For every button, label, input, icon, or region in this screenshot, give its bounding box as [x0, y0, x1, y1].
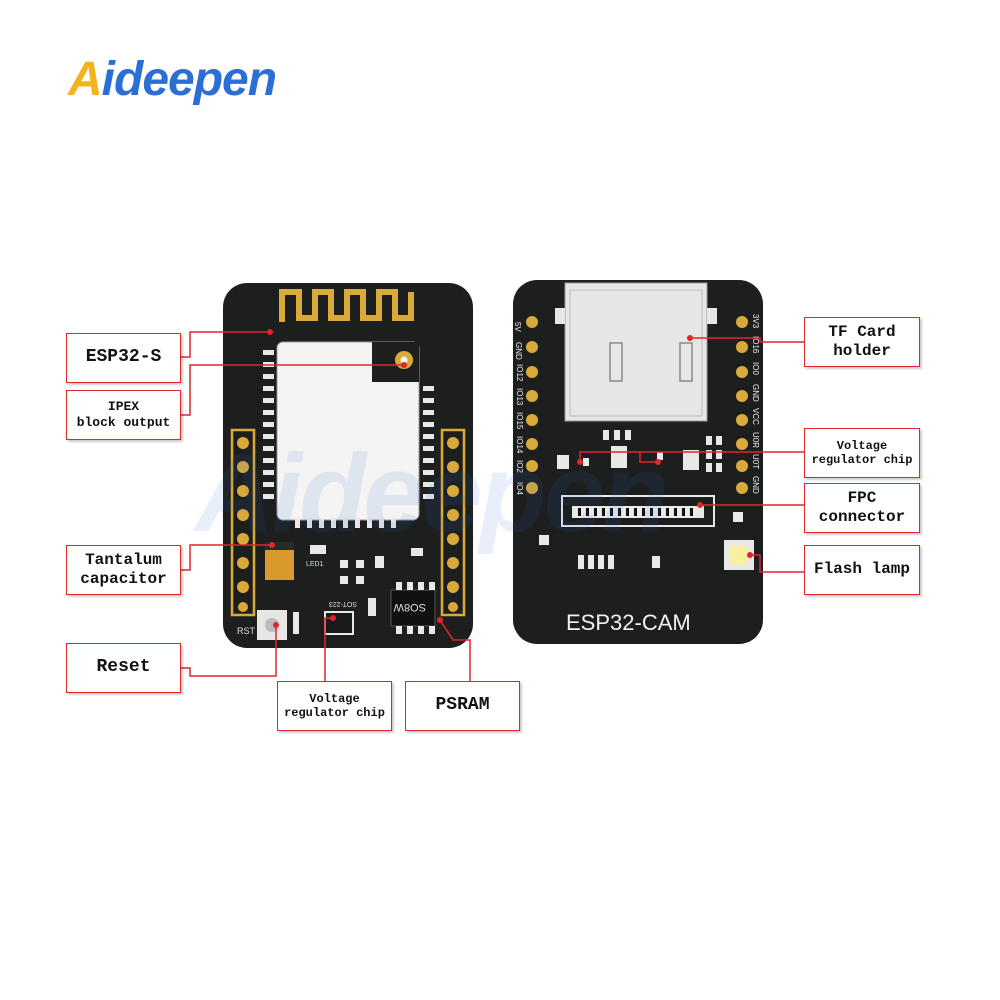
- pin-label: U0R: [751, 432, 760, 448]
- pin-label: IO13: [515, 388, 524, 406]
- fpc-connector: [561, 495, 715, 527]
- so8w-silk: SO8W: [393, 601, 426, 613]
- label-psram: PSRAM: [405, 681, 520, 731]
- rst-silk: RST: [237, 626, 256, 636]
- label-tantalum: Tantalum capacitor: [66, 545, 181, 595]
- regulator-chip: [324, 611, 354, 635]
- label-reset: Reset: [66, 643, 181, 693]
- board-title: ESP32-CAM: [566, 610, 691, 635]
- psram-chip: [390, 589, 436, 627]
- led1-silk: LED1: [306, 561, 324, 568]
- sot223-silk: SOT-223: [329, 600, 357, 607]
- pin-label: IO2: [515, 460, 524, 473]
- label-ipex: IPEX block output: [66, 390, 181, 440]
- label-back-vreg: Voltage regulator chip: [804, 428, 920, 478]
- pin-label: IO15: [515, 412, 524, 430]
- label-front-vreg: Voltage regulator chip: [277, 681, 392, 731]
- pcb-antenna: [279, 289, 414, 322]
- front-board: RST LED1 SOT-223 SO8W: [223, 283, 473, 648]
- label-tf-card: TF Card holder: [804, 317, 920, 367]
- pin-label: 5V: [513, 322, 522, 332]
- pin-label: U0T: [751, 454, 760, 469]
- pin-label: IO16: [751, 336, 760, 354]
- pin-label: VCC: [751, 408, 760, 425]
- pin-label: GND: [751, 476, 760, 494]
- pin-label: IO12: [515, 364, 524, 382]
- label-flash: Flash lamp: [804, 545, 920, 595]
- back-board: 5V GND IO12 IO13 IO15 IO14 IO2 IO4 3V3 I…: [513, 280, 763, 644]
- pin-label: GND: [514, 342, 523, 360]
- pin-label: 3V3: [751, 314, 760, 329]
- tf-card-holder: [564, 282, 708, 422]
- pin-label: GND: [751, 384, 760, 402]
- pin-label: IO14: [515, 436, 524, 454]
- brand-logo: Aideepen: [68, 53, 277, 106]
- label-esp32s: ESP32-S: [66, 333, 181, 383]
- pin-label: IO0: [751, 362, 760, 375]
- leader-lines: [180, 331, 806, 687]
- label-fpc: FPC connector: [804, 483, 920, 533]
- pin-label: IO4: [515, 482, 524, 495]
